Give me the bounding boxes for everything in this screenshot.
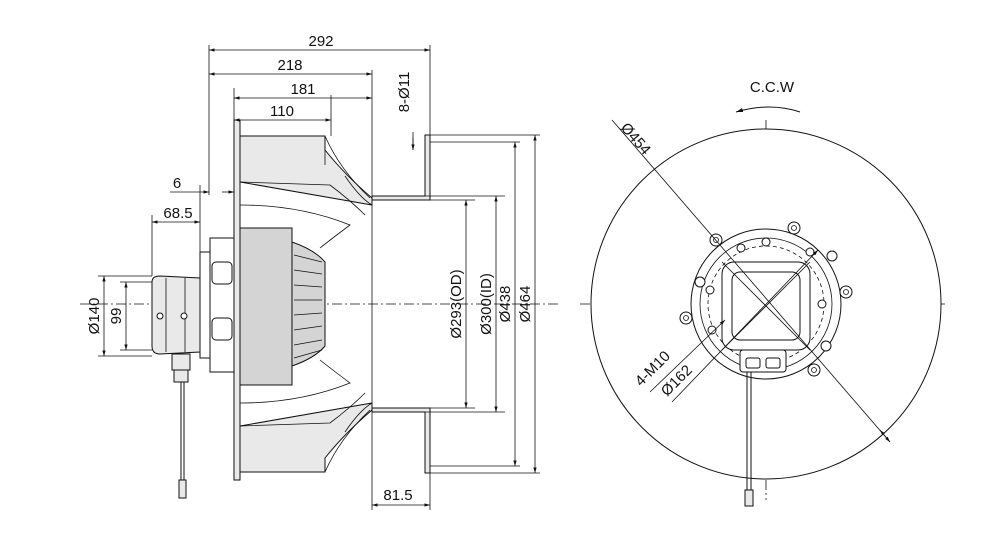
dim-6: 6 <box>173 175 181 192</box>
dim-464: Ø464 <box>517 286 534 323</box>
dim-292: 292 <box>308 33 333 50</box>
rim-bolts <box>705 237 827 335</box>
dim-holes: 8-Ø11 <box>396 72 413 113</box>
side-dimension-lines <box>102 48 537 507</box>
dim-99: 99 <box>108 308 125 325</box>
motor-body <box>199 227 326 386</box>
dim-81-5: 81.5 <box>383 487 412 504</box>
leader-454 <box>611 119 891 443</box>
dim-140: Ø140 <box>86 298 103 335</box>
dim-68-5: 68.5 <box>163 205 192 222</box>
dim-438: Ø438 <box>497 286 514 323</box>
rotation-label: C.C.W <box>750 79 795 96</box>
leader-162 <box>671 249 819 403</box>
leader-m10 <box>649 319 726 393</box>
impeller-backplate <box>233 119 241 481</box>
rotation-arrow-icon <box>735 106 801 113</box>
dim-181: 181 <box>290 81 315 98</box>
hub-lugs <box>679 221 853 377</box>
front-view: C.C.W Ø454 4-M10 Ø162 <box>580 79 945 507</box>
side-view: 292 218 181 110 6 68.5 Ø140 99 Ø293(OD) … <box>80 33 560 510</box>
terminal-box <box>151 275 201 499</box>
blades-lower <box>239 359 373 473</box>
dim-293: Ø293(OD) <box>448 269 465 338</box>
dim-300: Ø300(ID) <box>478 273 495 335</box>
dim-218: 218 <box>277 57 302 74</box>
cable-box <box>739 349 787 507</box>
dim-110: 110 <box>270 103 294 120</box>
dim-454: Ø454 <box>617 120 654 159</box>
